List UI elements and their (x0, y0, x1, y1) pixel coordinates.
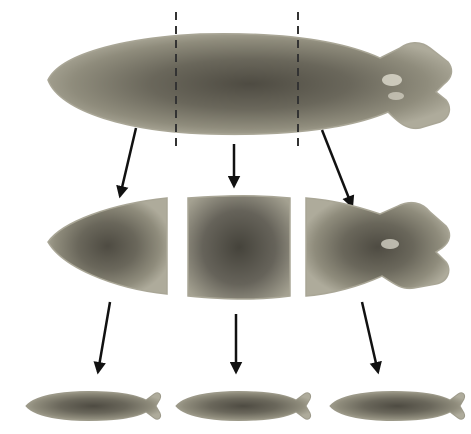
head-piece-spot (381, 239, 399, 249)
arrows-regenerate (98, 302, 378, 372)
arrow-to-worm-left (98, 302, 110, 372)
head-spot-right (388, 92, 404, 100)
middle-piece (188, 196, 290, 299)
arrows-cut (120, 128, 352, 206)
arrow-to-tail-piece (120, 128, 136, 196)
regenerated-worms (26, 392, 465, 421)
head-spot-left (382, 74, 402, 86)
original-specimen (48, 12, 451, 152)
arrow-to-worm-right (362, 302, 378, 372)
regenerated-worm-middle (176, 392, 311, 421)
tail-piece (48, 198, 167, 294)
regenerated-worm-right (330, 392, 465, 421)
arrow-to-head-piece (322, 130, 352, 206)
cut-pieces (48, 196, 449, 299)
head-piece (306, 198, 449, 296)
regenerated-worm-left (26, 392, 161, 421)
